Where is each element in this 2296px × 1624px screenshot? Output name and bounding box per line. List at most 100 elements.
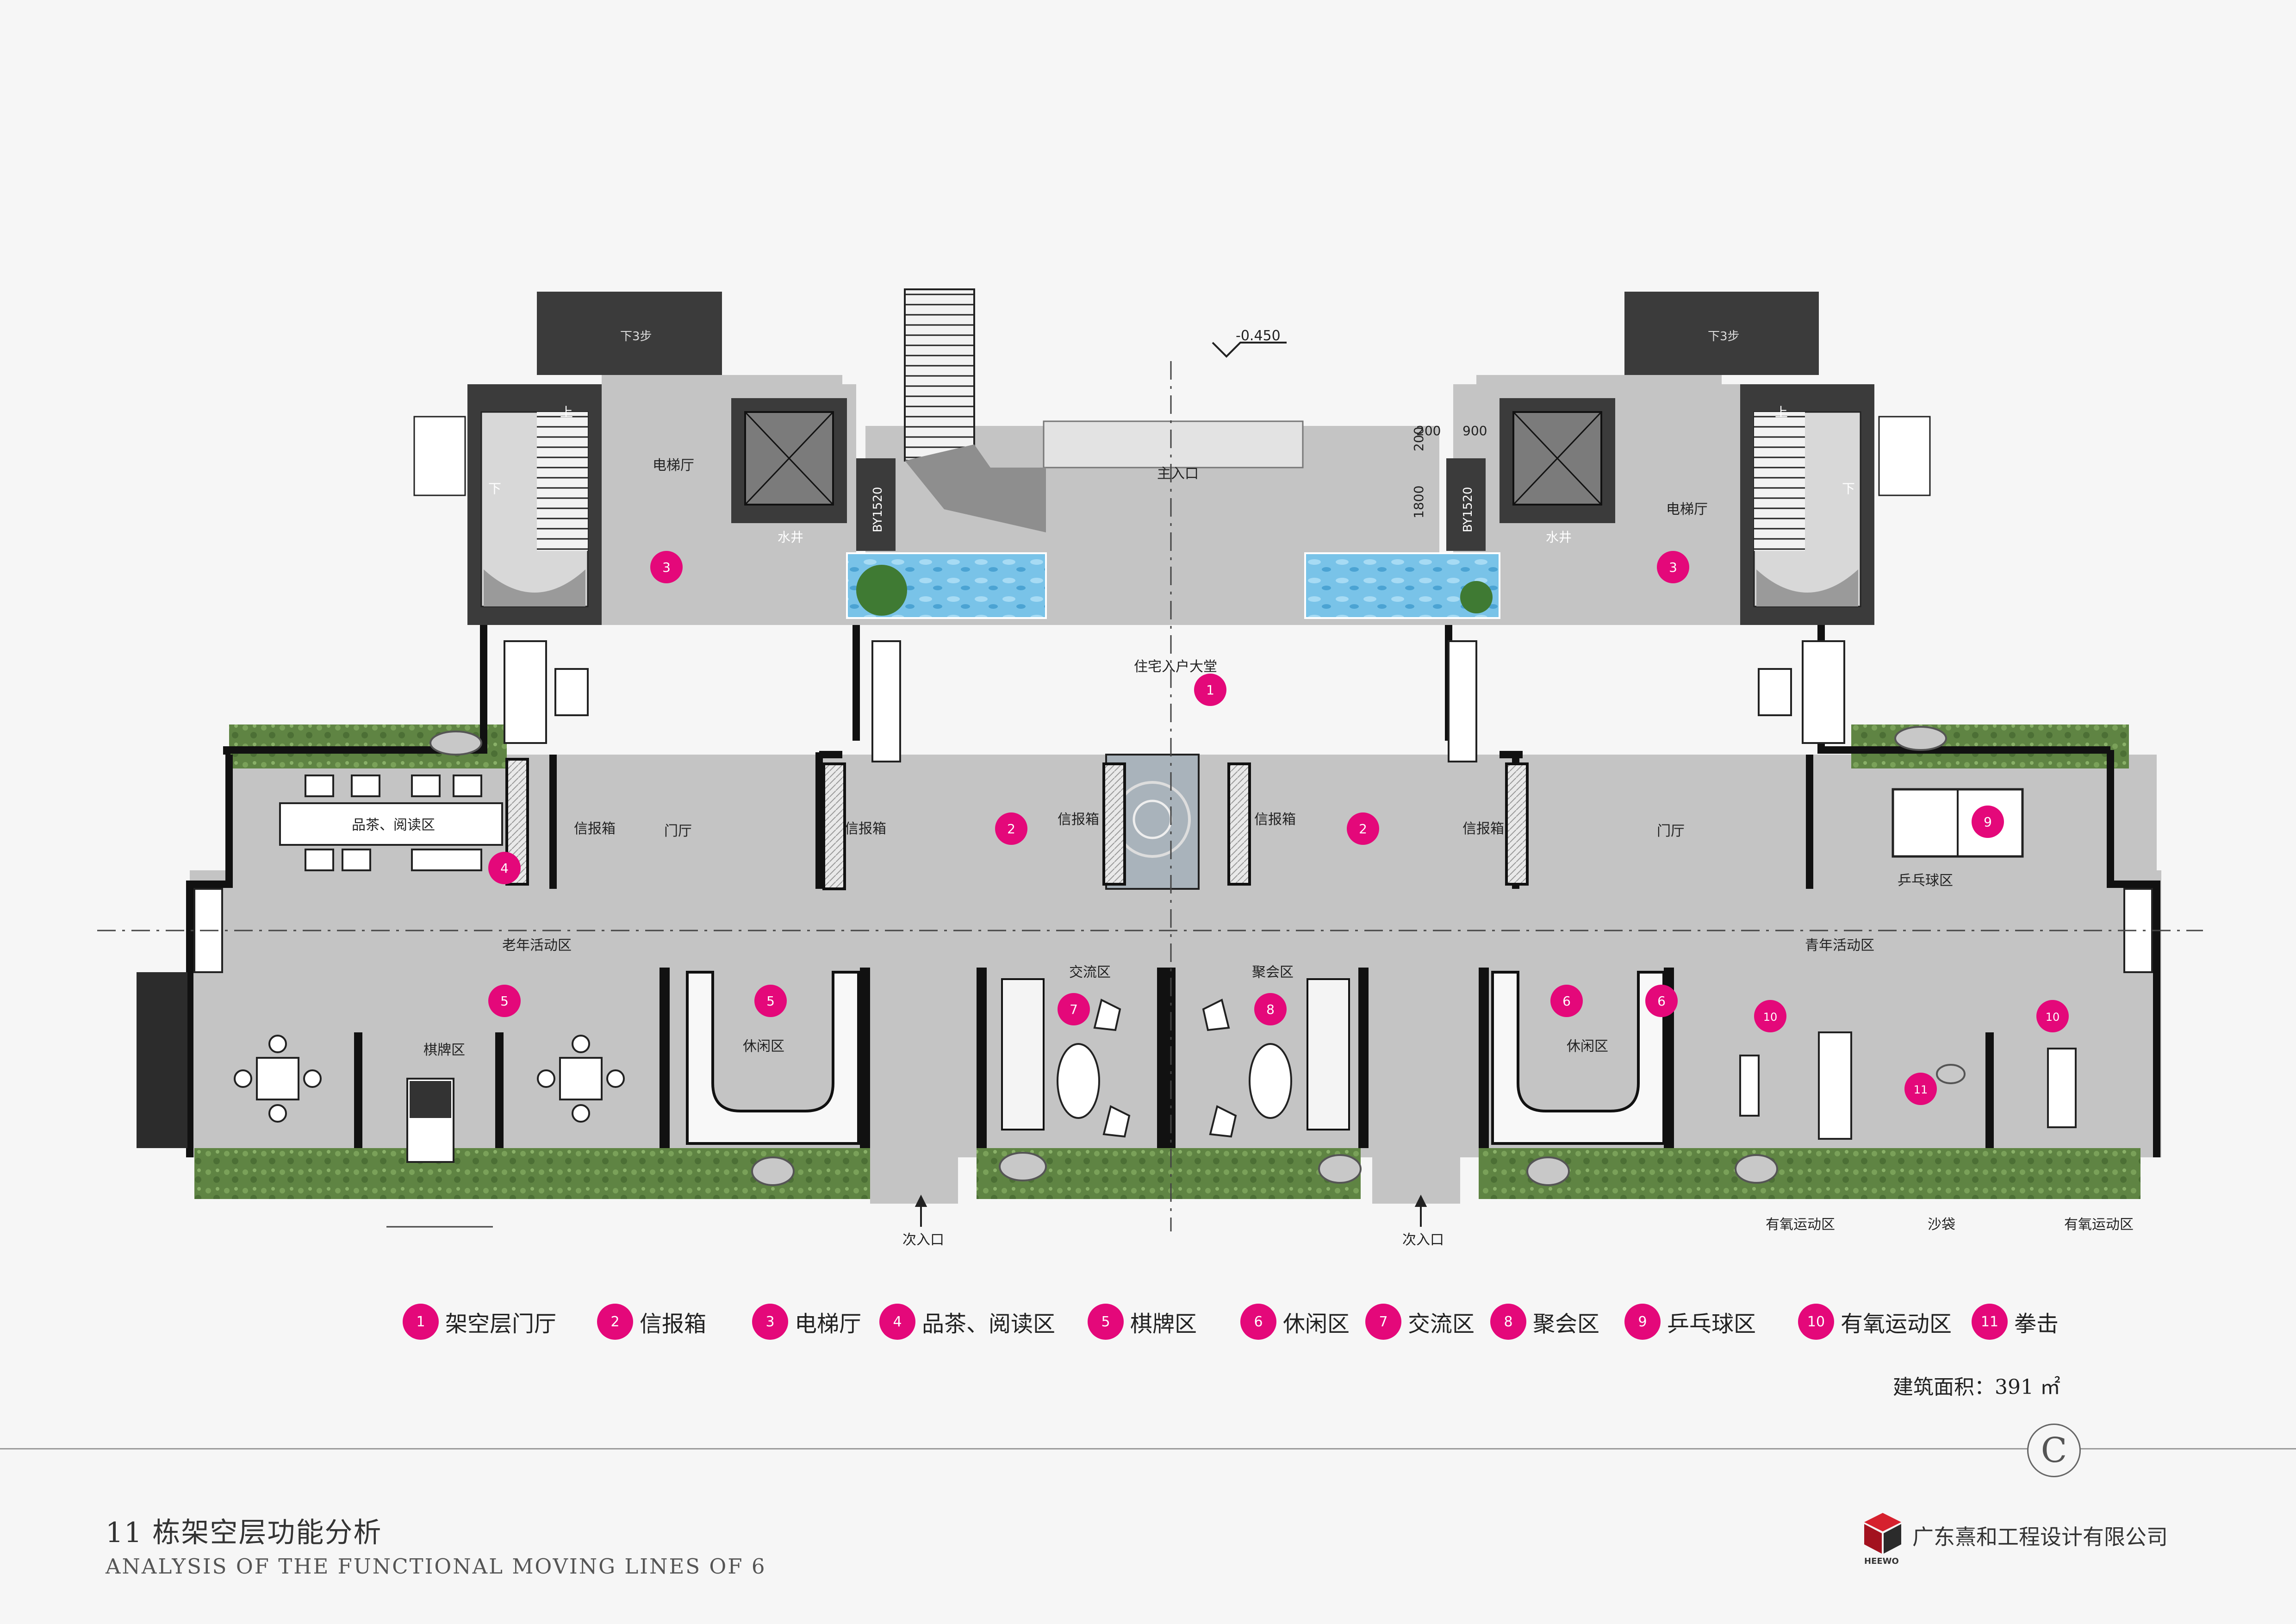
label-vestibule-right: 门厅 <box>1657 823 1685 839</box>
legend-dot: 10 <box>1798 1304 1834 1340</box>
zone-marker-6a: 6 <box>1550 985 1583 1017</box>
legend-dot: 5 <box>1088 1304 1124 1340</box>
label-lobby: 住宅入户大堂 <box>1134 659 1217 675</box>
company-block: HEEWO 广东熹和工程设计有限公司 <box>1860 1510 2184 1566</box>
label-vestibule-left: 门厅 <box>664 823 692 839</box>
dim-1800: 1800 <box>1411 486 1426 518</box>
legend-label: 聚会区 <box>1533 1311 1600 1337</box>
label-exchange: 交流区 <box>1069 964 1111 981</box>
main-entrance-steps <box>1043 420 1304 468</box>
section-letter: C <box>2027 1424 2081 1477</box>
building-area: 建筑面积：391 ㎡ <box>1893 1375 2060 1399</box>
svg-text:3: 3 <box>662 560 671 575</box>
zone-marker-10a: 10 <box>1754 1000 1786 1032</box>
side-entrance-label-right: 次入口 <box>1402 1232 1444 1248</box>
legend-item-8: 8 聚会区 <box>1490 1301 1599 1343</box>
svg-text:2: 2 <box>1359 821 1367 837</box>
side-passage-right <box>1372 1148 1460 1204</box>
floor-plan: -0.450 主入口 次入口 次入口 下3步 下3步 上 下 上 下 水井 水井… <box>97 288 2203 1248</box>
box-code-left: BY1520 <box>871 487 885 532</box>
svg-text:1: 1 <box>1206 682 1214 698</box>
svg-text:10: 10 <box>2046 1011 2060 1024</box>
label-sandbag: 沙袋 <box>1928 1217 1955 1233</box>
svg-text:5: 5 <box>500 993 509 1009</box>
chess-board <box>410 1081 451 1118</box>
svg-text:9: 9 <box>1984 814 1992 830</box>
legend-dot: 7 <box>1365 1304 1401 1340</box>
label-leisure-left: 休闲区 <box>743 1038 784 1055</box>
label-mailbox-4: 信报箱 <box>1254 812 1296 828</box>
exchange-bench <box>1001 978 1045 1131</box>
page-subtitle: ANALYSIS OF THE FUNCTIONAL MOVING LINES … <box>106 1554 766 1579</box>
legend-dot: 3 <box>752 1304 788 1340</box>
box-code-right: BY1520 <box>1461 487 1475 532</box>
zone-marker-8: 8 <box>1254 993 1287 1025</box>
stair-up-label-right: 上 <box>1775 405 1788 420</box>
zone-marker-5a: 5 <box>488 985 521 1017</box>
zone-marker-1: 1 <box>1194 674 1226 706</box>
legend-label: 交流区 <box>1408 1311 1475 1337</box>
gathering-bench <box>1307 978 1350 1131</box>
side-passage-left <box>870 1148 958 1204</box>
legend-label: 信报箱 <box>640 1311 707 1337</box>
dim-900: 900 <box>1462 423 1487 438</box>
legend-item-6: 6 休闲区 <box>1240 1301 1350 1343</box>
legend-dot: 6 <box>1240 1304 1276 1340</box>
legend-dot: 1 <box>403 1304 439 1340</box>
shaft-label-right: 水井 <box>1546 530 1572 545</box>
company-name: 广东熹和工程设计有限公司 <box>1912 1524 2168 1549</box>
mailbox-panels <box>505 758 1529 890</box>
svg-text:7: 7 <box>1070 1002 1078 1017</box>
label-ping-pong: 乒乓球区 <box>1898 873 1953 889</box>
label-elevator-hall-right: 电梯厅 <box>1666 501 1708 518</box>
tree-icon <box>1460 581 1493 613</box>
label-aerobic-left: 有氧运动区 <box>1766 1217 1835 1233</box>
company-logo-text: HEEWO <box>1864 1556 1899 1566</box>
zone-marker-2b: 2 <box>1347 812 1379 845</box>
svg-text:8: 8 <box>1266 1002 1275 1017</box>
legend-dot: 11 <box>1972 1304 2008 1340</box>
fitness-equipment <box>1739 1031 2077 1140</box>
elevation-label: -0.450 <box>1236 328 1281 344</box>
company-logo <box>1864 1513 1901 1554</box>
stair-down-mark-right: 下 <box>1842 481 1855 496</box>
zone-marker-3b: 3 <box>1657 551 1689 583</box>
stair-down-label-right: 下3步 <box>1708 330 1740 344</box>
left-terminal-box <box>137 972 187 1148</box>
svg-text:5: 5 <box>766 993 775 1009</box>
leisure-sofa-left <box>686 971 860 1145</box>
tree-icon <box>856 565 907 616</box>
elevation-marker <box>1212 342 1287 358</box>
core-right <box>1446 292 1931 625</box>
label-gathering: 聚会区 <box>1252 964 1294 981</box>
legend-label: 休闲区 <box>1283 1311 1350 1337</box>
label-mailbox-1: 信报箱 <box>574 821 616 837</box>
legend-dot: 8 <box>1490 1304 1526 1340</box>
svg-text:11: 11 <box>1914 1083 1928 1096</box>
legend-label: 架空层门厅 <box>445 1311 557 1337</box>
zone-marker-3a: 3 <box>650 551 683 583</box>
label-leisure-right: 休闲区 <box>1567 1038 1608 1055</box>
svg-text:6: 6 <box>1657 993 1666 1009</box>
zone-marker-11: 11 <box>1904 1073 1937 1105</box>
dim-200-b: 200 <box>1411 427 1426 451</box>
svg-text:3: 3 <box>1669 560 1677 575</box>
legend-label: 棋牌区 <box>1130 1311 1197 1337</box>
dim-200-a: 200 <box>1416 423 1441 438</box>
gathering-table <box>1249 1043 1292 1119</box>
label-mailbox-5: 信报箱 <box>1462 821 1504 837</box>
label-tea-reading: 品茶、阅读区 <box>352 817 435 833</box>
zone-marker-2a: 2 <box>995 812 1027 845</box>
svg-text:2: 2 <box>1007 821 1015 837</box>
legend-dot: 4 <box>879 1304 915 1340</box>
svg-text:6: 6 <box>1562 993 1571 1009</box>
main-entrance-label: 主入口 <box>1157 466 1199 482</box>
zone-marker-6b: 6 <box>1645 985 1678 1017</box>
